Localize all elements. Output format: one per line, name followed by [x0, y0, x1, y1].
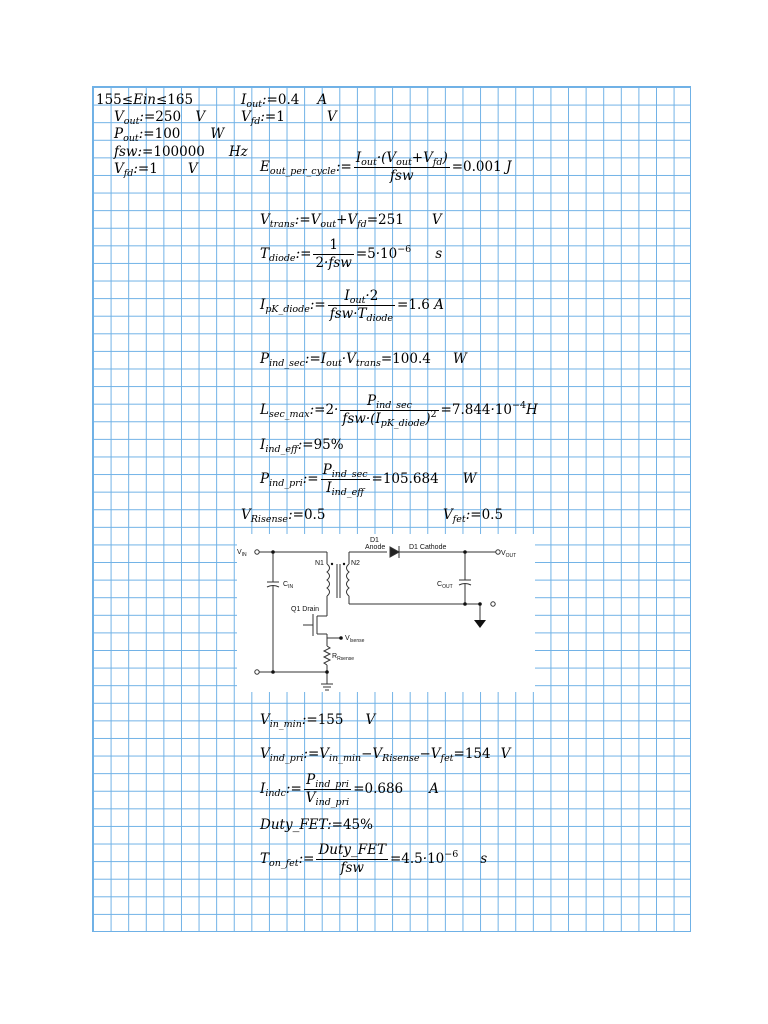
cin-label: CIN: [283, 581, 293, 590]
worksheet-grid: [92, 86, 691, 932]
cout-label: COUT: [437, 581, 453, 590]
vrisense-def: VRisense:=0.5: [241, 507, 326, 525]
vfet-def: Vfet:=0.5: [443, 507, 504, 525]
ein-range: 155≤Ein≤165: [96, 92, 194, 108]
eout-equation: Eout_per_cycle:=Iout·(Vout+Vfd)fsw=0.001…: [260, 150, 512, 184]
duty-def: Duty_FET:=45%: [260, 817, 373, 833]
rsense-label: RRsense: [332, 653, 354, 662]
visense-label: VIsense: [345, 635, 365, 644]
vin-label: VIN: [237, 549, 247, 558]
ieff-equation: Iind_eff:=95%: [260, 437, 344, 455]
q1-drain-label: Q1 Drain: [291, 606, 319, 613]
n2-label: N2: [351, 560, 360, 567]
vout-label: VOUT: [501, 550, 516, 559]
cathode-label: D1 Cathode: [409, 544, 446, 551]
anode-label: Anode: [365, 544, 385, 551]
n1-label: N1: [315, 560, 324, 567]
vout-def: Vout:=250 V: [114, 109, 206, 127]
d1-label: D1: [370, 537, 379, 544]
flyback-schematic: VIN VOUT CIN COUT N1 N2 D1 Anode D1 Cath…: [237, 534, 535, 692]
